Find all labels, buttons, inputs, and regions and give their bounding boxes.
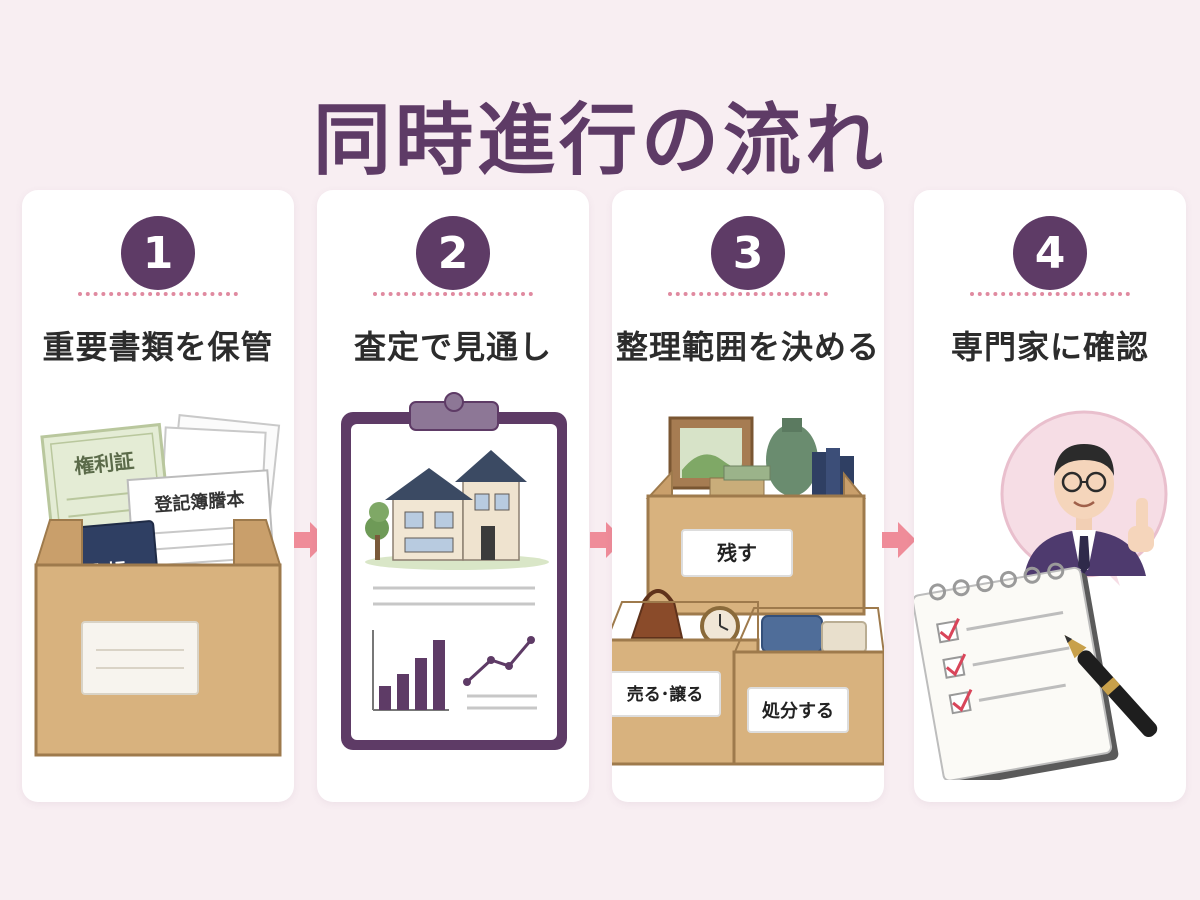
arrow-right-icon (590, 522, 624, 558)
page-title: 同時進行の流れ (312, 96, 887, 186)
step-number-3: 3 (711, 216, 785, 290)
step-card-2: 2 査定で見通し (317, 190, 589, 802)
step-card-1: 1 重要書類を保管 権利証 登記簿謄本 通 帳 (22, 190, 294, 802)
box-label-dispose: 処分する (762, 700, 834, 722)
sorting-boxes-icon: 残す 売る･譲る 処分する (612, 416, 884, 766)
step-label-2: 査定で見通し (353, 328, 552, 366)
step-divider-2 (373, 292, 533, 296)
step-card-3: 3 整理範囲を決める 残す 売る･譲る (612, 190, 884, 802)
step-divider-3 (668, 292, 828, 296)
step-card-4: 4 専門家に確認 (914, 190, 1186, 802)
arrow-right-icon (294, 522, 328, 558)
step-label-4: 専門家に確認 (950, 328, 1149, 366)
arrow-right-icon (882, 522, 916, 558)
document-box-icon: 権利証 登記簿謄本 通 帳 (34, 414, 282, 757)
step-divider-1 (78, 292, 238, 296)
box-label-sell: 売る･譲る (627, 684, 704, 705)
step-number-2: 2 (416, 216, 490, 290)
step-number-4: 4 (1013, 216, 1087, 290)
clipboard-house-icon (341, 392, 567, 750)
step-label-1: 重要書類を保管 (42, 328, 274, 366)
expert-checklist-icon (914, 410, 1168, 780)
step-divider-4 (970, 292, 1130, 296)
step-number-1: 1 (121, 216, 195, 290)
step-label-3: 整理範囲を決める (615, 328, 880, 366)
box-label-keep: 残す (717, 541, 757, 565)
